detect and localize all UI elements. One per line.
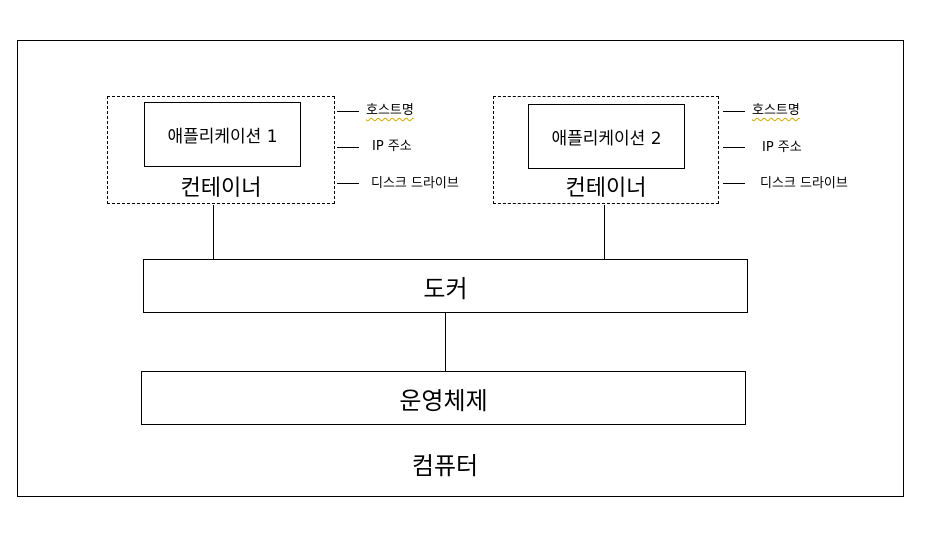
os-box: 운영체제 (141, 371, 746, 425)
container-2-ip-connector (723, 147, 745, 148)
container-2-to-docker-line (604, 205, 605, 259)
application-1-box: 애플리케이션 1 (144, 102, 301, 167)
container-1-label: 컨테이너 (180, 176, 262, 201)
docker-box: 도커 (143, 259, 748, 313)
container-2-disk-connector (723, 183, 745, 184)
container-2-ip-label: IP 주소 (762, 140, 802, 155)
container-1-disk-label: 디스크 드라이브 (371, 176, 459, 191)
container-1-ip-connector (337, 147, 359, 148)
container-1-disk-connector (337, 183, 359, 184)
container-1-to-docker-line (213, 205, 214, 259)
container-1-hostname-label: 호스트명 (366, 103, 414, 118)
computer-label: 컴퓨터 (411, 452, 479, 480)
docker-to-os-line (445, 313, 446, 371)
container-2-hostname-connector (723, 111, 745, 112)
container-1-ip-label: IP 주소 (372, 139, 412, 154)
container-2-hostname-label: 호스트명 (752, 103, 800, 118)
container-2-label: 컨테이너 (565, 176, 647, 201)
container-1-box (107, 96, 335, 204)
application-2-box: 애플리케이션 2 (528, 104, 685, 169)
container-1-hostname-connector (337, 111, 359, 112)
container-2-box (493, 96, 719, 204)
container-2-disk-label: 디스크 드라이브 (760, 176, 848, 191)
computer-box (17, 40, 904, 497)
